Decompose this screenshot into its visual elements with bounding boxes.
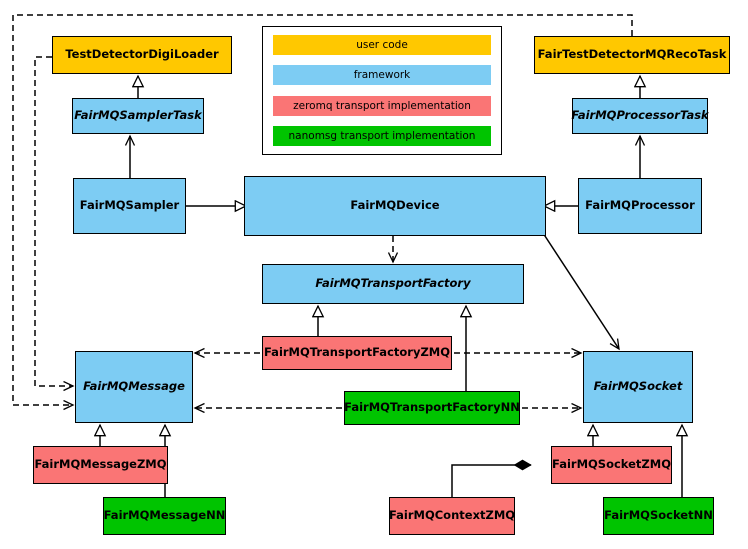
class-node-fairtestdetectormqrecotask[interactable]: FairTestDetectorMQRecoTask	[534, 36, 730, 74]
edge-digiloader-message	[34, 56, 73, 386]
class-node-fairmqsocket[interactable]: FairMQSocket	[583, 351, 693, 423]
class-node-fairmqsocketnn[interactable]: FairMQSocketNN	[603, 497, 714, 535]
class-node-fairmqprocessortask[interactable]: FairMQProcessorTask	[571, 98, 709, 134]
legend-item-zeromq: zeromq transport implementation	[273, 95, 491, 116]
legend-item-nanomsg: nanomsg transport implementation	[273, 125, 491, 146]
legend-item-user-code: user code	[273, 35, 491, 55]
class-node-fairmqmessage[interactable]: FairMQMessage	[75, 351, 193, 423]
class-node-fairmqsamplertask[interactable]: FairMQSamplerTask	[72, 98, 204, 134]
class-node-fairmqtransportfactory[interactable]: FairMQTransportFactory	[262, 264, 524, 304]
class-node-fairmqprocessor[interactable]: FairMQProcessor	[578, 178, 702, 234]
legend-panel: user code framework zeromq transport imp…	[262, 26, 502, 155]
edge-contextzmq-socketzmq	[451, 465, 531, 497]
class-node-fairmqmessagenn[interactable]: FairMQMessageNN	[103, 497, 226, 535]
class-node-fairmqcontextzmq[interactable]: FairMQContextZMQ	[389, 497, 515, 535]
class-node-fairmqmessagezmq[interactable]: FairMQMessageZMQ	[33, 446, 168, 484]
edge-device-socket	[542, 232, 619, 349]
class-node-fairmqtransportfactorynn[interactable]: FairMQTransportFactoryNN	[344, 391, 520, 425]
class-node-fairmqsampler[interactable]: FairMQSampler	[73, 178, 186, 234]
class-node-fairmqsocketzmq[interactable]: FairMQSocketZMQ	[551, 446, 672, 484]
class-node-fairmqtransportfactoryzmq[interactable]: FairMQTransportFactoryZMQ	[262, 336, 452, 370]
legend-item-framework: framework	[273, 65, 491, 86]
class-node-fairmqdevice[interactable]: FairMQDevice	[244, 176, 546, 236]
class-node-testdetectordigiloader[interactable]: TestDetectorDigiLoader	[52, 36, 232, 74]
